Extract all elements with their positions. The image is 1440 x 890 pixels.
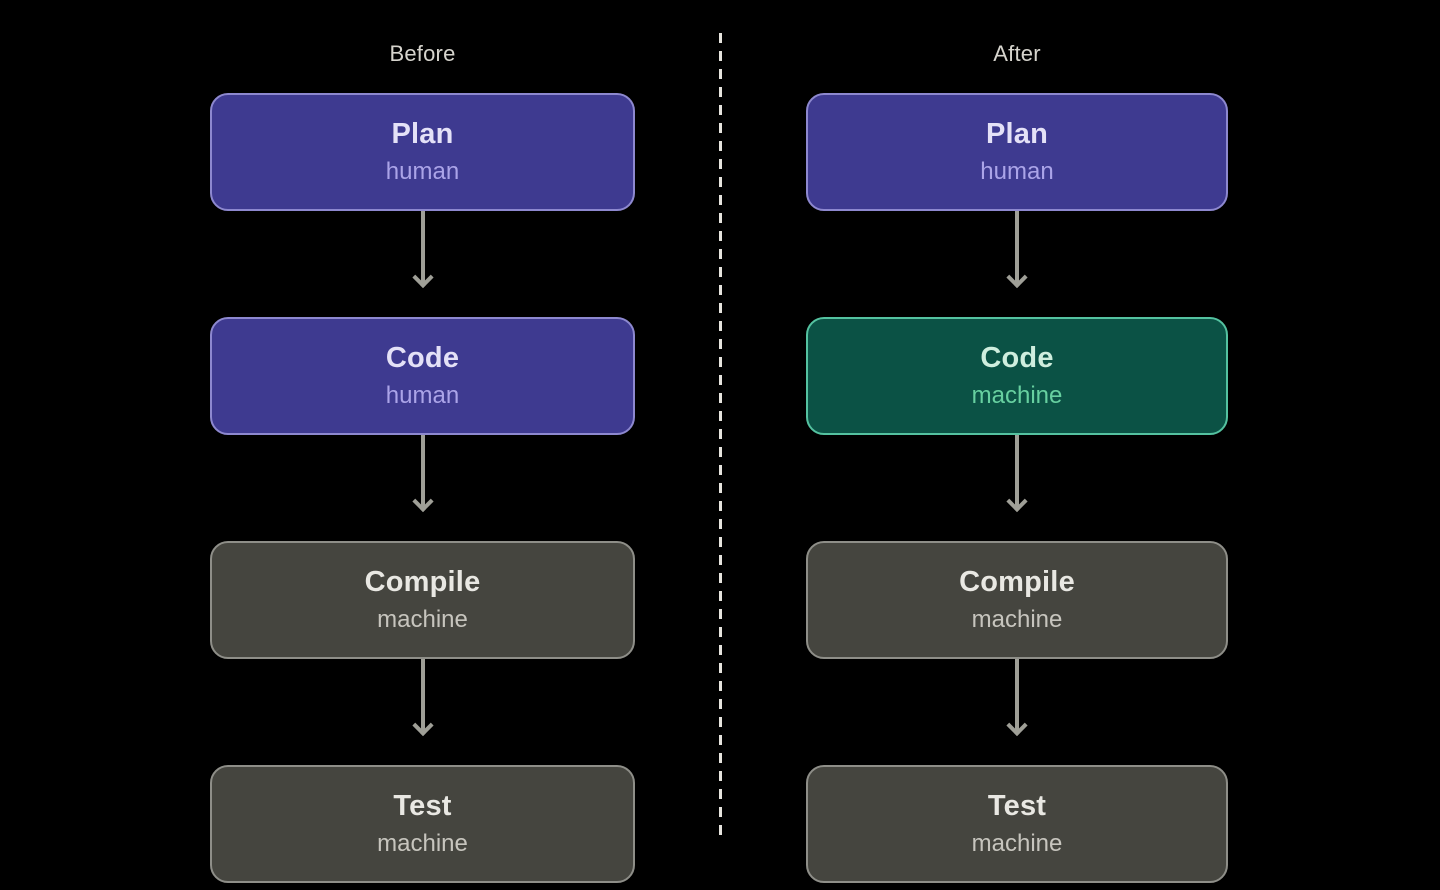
after-arrow-code-compile [806,435,1228,516]
arrow-down-icon [1006,714,1028,737]
after-code-label: Code [980,342,1054,374]
before-code-sublabel: human [385,382,460,409]
before-arrow-code-compile [210,435,635,516]
before-plan-label: Plan [391,118,454,150]
arrow-down-icon [411,490,434,513]
before-column: Before Plan human Code human Compile mac… [210,0,635,883]
arrow-down-icon [1006,490,1028,513]
after-arrow-compile-test [806,659,1228,740]
after-plan-box: Plan human [806,93,1228,211]
before-test-sublabel: machine [377,830,468,857]
after-code-sublabel: machine [971,382,1063,409]
arrow-down-icon [411,266,434,289]
after-arrow-plan-code [806,211,1228,292]
after-column: After Plan human Code machine Compile ma… [806,0,1228,883]
after-column-title: After [993,41,1041,66]
arrow-shaft [1015,659,1019,731]
before-arrow-plan-code [210,211,635,292]
before-column-title: Before [389,41,456,66]
before-compile-sublabel: machine [377,606,468,633]
before-test-box: Test machine [210,765,635,883]
arrow-shaft [1015,435,1019,507]
after-code-box: Code machine [806,317,1228,435]
after-compile-sublabel: machine [971,606,1063,633]
after-plan-label: Plan [985,118,1049,150]
before-test-label: Test [393,790,452,822]
arrow-down-icon [411,714,434,737]
before-compile-label: Compile [364,566,481,598]
before-plan-box: Plan human [210,93,635,211]
after-test-label: Test [987,790,1047,822]
before-code-label: Code [385,342,460,374]
before-plan-sublabel: human [385,158,460,185]
arrow-shaft [420,211,425,283]
before-compile-box: Compile machine [210,541,635,659]
dashed-divider [719,33,722,840]
arrow-shaft [420,435,425,507]
after-test-sublabel: machine [971,830,1063,857]
arrow-shaft [1015,211,1019,283]
arrow-down-icon [1006,266,1028,289]
before-code-box: Code human [210,317,635,435]
after-compile-box: Compile machine [806,541,1228,659]
arrow-shaft [420,659,425,731]
before-arrow-compile-test [210,659,635,740]
after-compile-label: Compile [959,566,1075,598]
after-plan-sublabel: human [980,158,1054,185]
after-test-box: Test machine [806,765,1228,883]
